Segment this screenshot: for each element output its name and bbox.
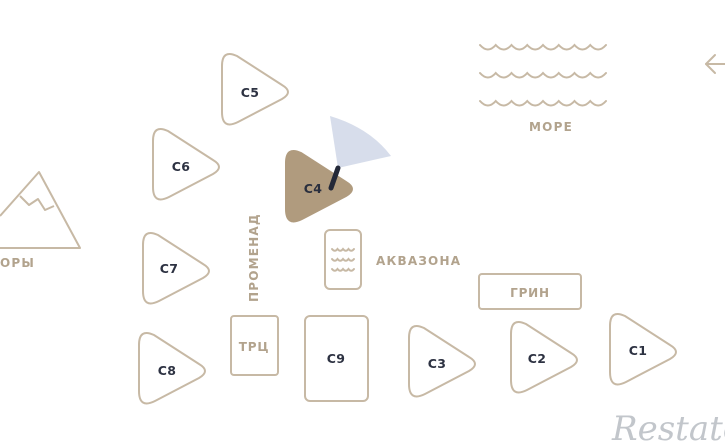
building-c7[interactable]: C7 xyxy=(142,232,210,305)
mountain-icon xyxy=(0,171,81,249)
building-c8[interactable]: C8 xyxy=(138,332,206,405)
promenade-label: ПРОМЕНАД xyxy=(247,213,261,302)
building-c2[interactable]: C2 xyxy=(510,321,578,394)
arrow-left-icon[interactable] xyxy=(705,54,725,74)
building-label: C4 xyxy=(304,181,322,196)
zone-green[interactable]: ГРИН xyxy=(478,273,582,310)
building-c4[interactable]: C4 xyxy=(285,116,391,223)
waves-icon xyxy=(479,43,607,107)
green-label: ГРИН xyxy=(510,286,550,300)
watermark-logo: Restate xyxy=(611,409,725,444)
building-label: C1 xyxy=(629,343,647,358)
building-label: C5 xyxy=(241,85,259,100)
building-c6[interactable]: C6 xyxy=(152,128,220,201)
zone-mall[interactable]: ТРЦ xyxy=(230,315,279,376)
pool-waves-icon xyxy=(324,229,362,290)
building-label: C6 xyxy=(172,159,190,174)
building-label: C7 xyxy=(160,261,178,276)
building-c3[interactable]: C3 xyxy=(408,325,476,398)
building-label: C8 xyxy=(158,363,176,378)
building-label: C3 xyxy=(428,356,446,371)
building-c9[interactable]: C9 xyxy=(304,315,369,402)
view-cone xyxy=(330,116,391,168)
building-label: C9 xyxy=(327,351,345,366)
camera-marker xyxy=(328,165,341,191)
aquazone-label: АКВАЗОНА xyxy=(376,254,461,268)
building-c1[interactable]: C1 xyxy=(609,313,677,386)
building-c5[interactable]: C5 xyxy=(221,53,289,126)
sea-label: МОРЕ xyxy=(529,120,573,134)
mall-label: ТРЦ xyxy=(239,340,270,354)
mountains-label: ОРЫ xyxy=(0,256,35,270)
building-label: C2 xyxy=(528,351,546,366)
